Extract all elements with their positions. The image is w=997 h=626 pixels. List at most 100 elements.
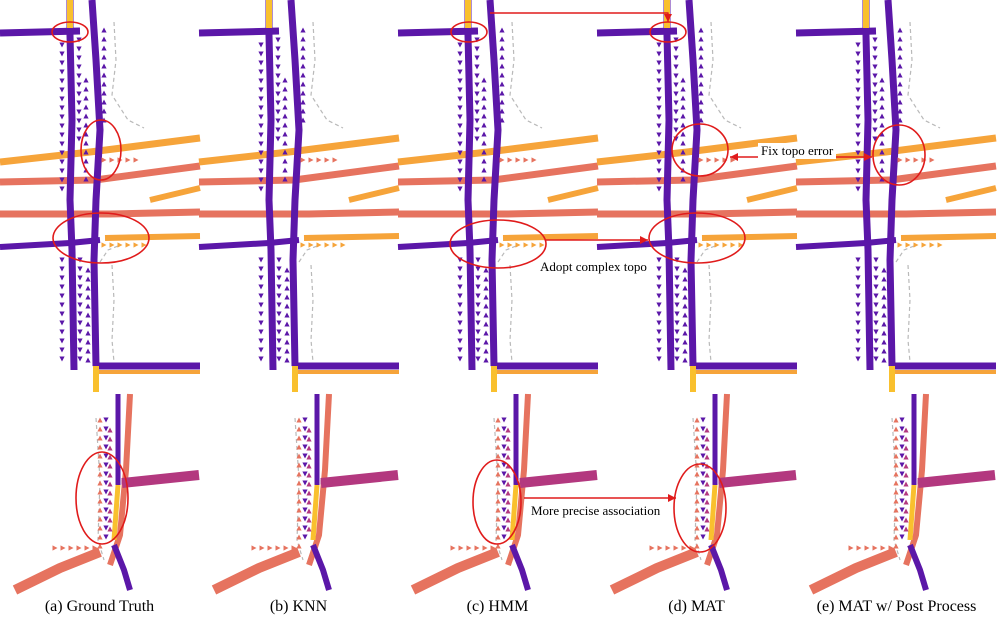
lane-arrow: [251, 545, 257, 551]
lane-arrow: [872, 82, 878, 88]
lane-arrow: [698, 81, 704, 87]
road-purple-vertical-right: [685, 0, 701, 367]
lane-arrow: [481, 167, 487, 173]
highlight-ellipse: [673, 463, 727, 553]
lane-arrow: [879, 95, 885, 101]
lane-arrow: [300, 27, 306, 33]
lane-arrow: [682, 294, 688, 300]
lane-arrow: [107, 463, 113, 469]
lane-arrow: [893, 498, 899, 504]
lane-arrow: [680, 131, 686, 137]
lane-arrow: [83, 149, 89, 155]
lane-arrow: [258, 105, 264, 111]
lane-arrow: [873, 293, 879, 299]
lane-arrow: [505, 454, 511, 460]
lane-arrow: [85, 348, 91, 354]
lane-arrow: [275, 46, 281, 52]
map-panel: [397, 0, 599, 595]
map-panel: [596, 0, 798, 595]
lane-boundary-dashed: [497, 245, 517, 263]
lane-arrow: [698, 36, 704, 42]
lane-arrow: [933, 479, 939, 485]
lane-arrow: [656, 78, 662, 84]
lane-arrow: [495, 426, 501, 432]
lane-arrow: [59, 311, 65, 317]
lane-arrow: [700, 435, 706, 441]
lane-arrow: [704, 472, 710, 478]
road-purple-vertical-right: [486, 0, 502, 367]
lane-arrow: [893, 489, 899, 495]
lane-arrow: [674, 302, 680, 308]
lane-arrow: [77, 284, 83, 290]
lane-arrow: [475, 338, 481, 344]
lane-arrow: [59, 141, 65, 147]
lane-arrow: [282, 95, 288, 101]
lane-arrow: [59, 284, 65, 290]
lane-arrow: [501, 426, 507, 432]
lane-arrow: [258, 51, 264, 57]
lane-arrow: [457, 177, 463, 183]
road-purple-vertical-right: [884, 0, 900, 367]
lane-arrow: [137, 479, 143, 485]
lane-arrow: [101, 45, 107, 51]
lane-arrow: [275, 127, 281, 133]
lane-arrow: [296, 480, 302, 486]
lane-boundary-dashed: [708, 264, 712, 363]
road-salmon-lower-left: [808, 547, 898, 595]
lane-arrow: [656, 141, 662, 147]
lane-arrow: [474, 545, 480, 551]
lane-arrow: [897, 90, 903, 96]
road-magenta-right: [718, 470, 797, 488]
lane-arrow: [704, 445, 710, 451]
lane-arrow: [698, 72, 704, 78]
lane-arrow: [505, 517, 511, 523]
road-purple-vertical-right: [287, 0, 303, 367]
highlight-ellipse: [450, 21, 488, 43]
lane-arrow: [897, 27, 903, 33]
lane-arrow: [674, 356, 680, 362]
lane-arrow: [694, 453, 700, 459]
lane-arrow: [296, 525, 302, 531]
lane-arrow: [276, 284, 282, 290]
lane-arrow: [949, 479, 955, 485]
lane-boundary-dashed: [111, 264, 115, 363]
lane-arrow: [879, 122, 885, 128]
lane-arrow: [698, 99, 704, 105]
lane-arrow: [101, 157, 107, 163]
lane-arrow: [475, 257, 481, 263]
lane-arrow: [300, 36, 306, 42]
road-purple-vertical-left: [265, 0, 277, 371]
lane-arrow: [873, 266, 879, 272]
lane-arrow: [475, 320, 481, 326]
top-intersection-map: [795, 0, 997, 392]
lane-arrow: [873, 275, 879, 281]
lane-arrow: [474, 136, 480, 142]
lane-arrow: [300, 45, 306, 51]
lane-arrow: [284, 294, 290, 300]
lane-arrow: [656, 69, 662, 75]
lane-arrow: [83, 95, 89, 101]
lane-arrow: [302, 453, 308, 459]
lane-arrow: [495, 471, 501, 477]
lane-arrow: [872, 64, 878, 70]
lane-arrow: [682, 276, 688, 282]
lane-arrow: [855, 42, 861, 48]
lane-arrow: [872, 136, 878, 142]
lane-arrow: [101, 242, 107, 248]
lane-arrow: [879, 113, 885, 119]
lane-arrow: [873, 320, 879, 326]
lane-arrow: [52, 545, 58, 551]
lane-arrow: [673, 73, 679, 79]
lane-arrow: [282, 104, 288, 110]
lane-arrow: [495, 453, 501, 459]
lane-arrow: [656, 302, 662, 308]
lane-arrow: [903, 499, 909, 505]
lane-arrow: [656, 311, 662, 317]
lane-arrow: [501, 489, 507, 495]
lane-arrow: [103, 525, 109, 531]
lane-arrow: [275, 109, 281, 115]
lane-arrow: [673, 91, 679, 97]
lane-arrow: [694, 498, 700, 504]
lane-arrow: [704, 427, 710, 433]
